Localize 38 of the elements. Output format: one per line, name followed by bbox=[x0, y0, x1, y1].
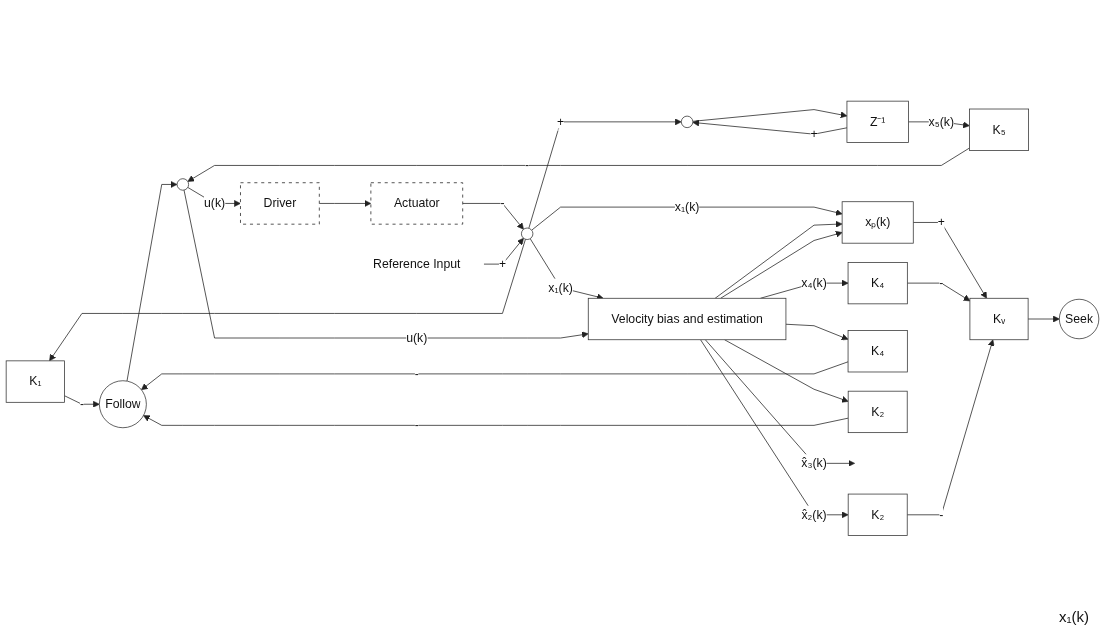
edge-label: x₁(k) bbox=[548, 280, 573, 295]
node-circle bbox=[521, 227, 534, 241]
node-box: K₂ bbox=[847, 493, 908, 537]
edge-label: x̂₃(k) bbox=[801, 456, 827, 470]
edge-label: + bbox=[498, 257, 507, 271]
edge-label: - bbox=[939, 508, 944, 522]
edge-label: - bbox=[414, 418, 419, 432]
node-box: K₄ bbox=[847, 330, 908, 373]
edge-label: + bbox=[557, 115, 565, 129]
edge-label: - bbox=[939, 276, 944, 290]
node-box: Kᵥ bbox=[969, 298, 1029, 341]
node-box: xₚ(k) bbox=[841, 201, 914, 244]
node-box: K₅ bbox=[969, 108, 1029, 151]
edge-label: x₅(k) bbox=[928, 115, 955, 129]
signal-label: x₁(k) bbox=[1058, 608, 1089, 625]
edge-label: + bbox=[810, 127, 818, 141]
node-circle bbox=[176, 178, 189, 191]
node-box: Z⁻¹ bbox=[846, 100, 909, 144]
edge-label: x₄(k) bbox=[801, 276, 827, 290]
edge-label: - bbox=[525, 158, 530, 172]
node-text: Reference Input bbox=[373, 257, 461, 271]
node-box: Actuator bbox=[370, 182, 464, 225]
node-box: Velocity bias and estimation bbox=[587, 298, 787, 341]
node-box: K₄ bbox=[847, 262, 908, 305]
edge-label: - bbox=[414, 367, 419, 381]
node-box: K₂ bbox=[847, 390, 908, 434]
edge-label: x̂₂(k) bbox=[801, 508, 827, 522]
node-box: Driver bbox=[240, 182, 320, 225]
node-box: K₁ bbox=[5, 360, 65, 403]
edge-label: x₁(k) bbox=[674, 200, 700, 214]
edge-label: - bbox=[500, 196, 505, 210]
node-circle: Seek bbox=[1058, 299, 1100, 340]
edge-label: u(k) bbox=[406, 331, 428, 345]
edge-label: u(k) bbox=[203, 196, 226, 210]
node-circle: Follow bbox=[99, 380, 147, 429]
edge-label: - bbox=[79, 397, 85, 411]
node-circle bbox=[680, 115, 694, 129]
edge-label: + bbox=[937, 215, 945, 229]
